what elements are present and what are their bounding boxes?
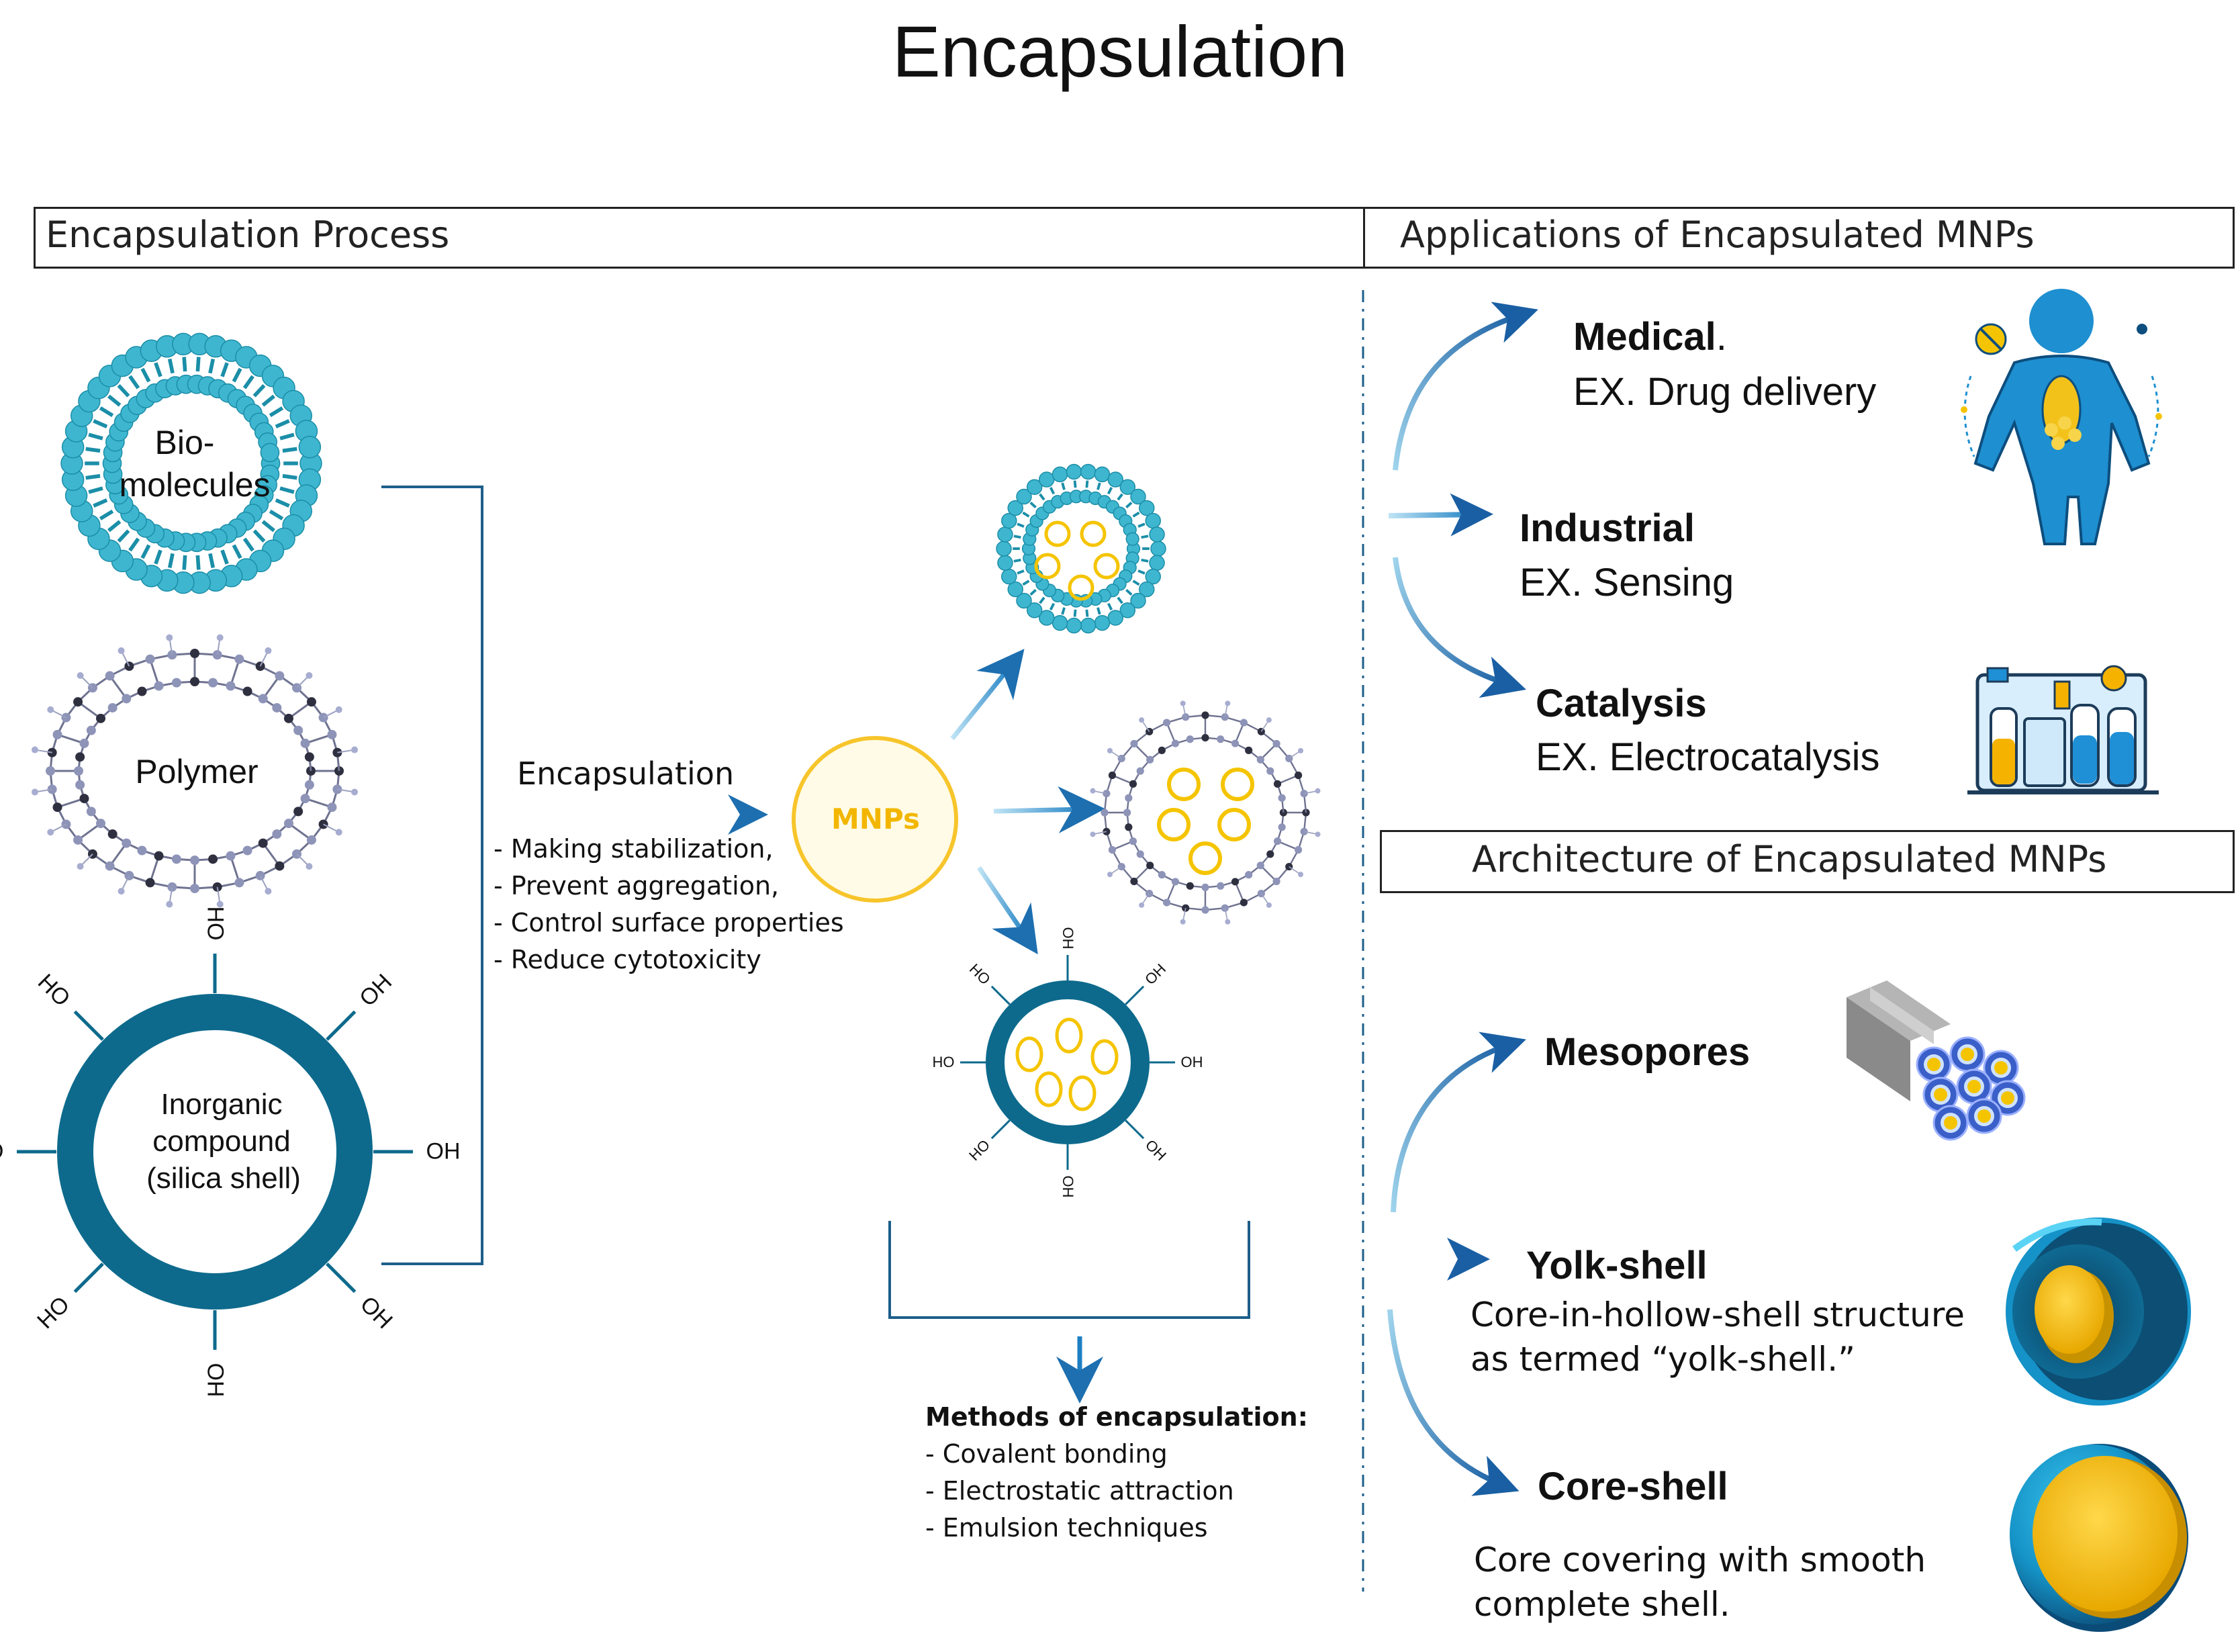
arrow-to-medical [1393, 302, 1538, 471]
method-item: - Covalent bonding [925, 1439, 1168, 1469]
core-shell-description-line2: complete shell. [1474, 1585, 1730, 1624]
encapsulated-liposome [996, 463, 1166, 634]
arrow-to-industrial [1388, 493, 1493, 537]
core-shell-title: Core-shell [1538, 1465, 1728, 1508]
product-arrow-liposome [950, 649, 1025, 741]
methods-bracket [888, 1221, 1250, 1319]
encapsulated-silica [960, 955, 1175, 1170]
yolk-shell-description-line2: as termed “yolk-shell.” [1471, 1340, 1855, 1379]
applications-header: Applications of Encapsulated MNPs [1400, 214, 2035, 256]
yolk-shell-icon [2006, 1218, 2191, 1406]
human-body-icon [1961, 289, 2162, 545]
methods-title: Methods of encapsulation: [925, 1402, 1308, 1432]
industrial-example: EX. Sensing [1520, 561, 1734, 604]
materials-bracket [381, 486, 483, 1265]
lab-apparatus-icon [1967, 665, 2159, 794]
yolk-shell-title: Yolk-shell [1526, 1244, 1708, 1287]
hydroxyl-label: OH [1180, 1054, 1203, 1070]
architecture-header-box [1380, 830, 2235, 893]
hydroxyl-label: HO [932, 1054, 955, 1070]
hydroxyl-label: OH [1060, 1175, 1076, 1198]
purpose-item: - Control surface properties [494, 908, 844, 937]
purpose-item: - Prevent aggregation, [494, 871, 780, 901]
polymer-ring [31, 634, 359, 908]
yolk-shell-description-line1: Core-in-hollow-shell structure [1471, 1295, 1965, 1334]
encapsulated-polymer [1090, 700, 1321, 925]
medical-example: EX. Drug delivery [1573, 370, 1877, 414]
inorganic-label-line3: (silica shell) [146, 1162, 301, 1195]
page-title: Encapsulation [892, 11, 1348, 92]
purpose-item: - Reduce cytotoxicity [494, 945, 761, 974]
biomolecule-liposome [60, 332, 322, 594]
polymer-label: Polymer [135, 753, 259, 790]
product-arrow-polymer [993, 786, 1105, 833]
hydroxyl-label: OH [1060, 927, 1076, 950]
medical-title-suffix: . [1716, 315, 1727, 359]
catalysis-example: EX. Electrocatalysis [1536, 735, 1880, 779]
arrow-to-catalysis [1393, 557, 1526, 698]
silica-shell [17, 954, 413, 1350]
core-shell-description-line1: Core covering with smooth [1474, 1541, 1926, 1579]
method-item: - Electrostatic attraction [925, 1476, 1234, 1506]
product-arrow-silica [977, 866, 1038, 955]
industrial-title: Industrial [1520, 506, 1695, 550]
medical-title-text: Medical [1573, 315, 1716, 359]
catalysis-title: Catalysis [1536, 682, 1707, 725]
method-item: - Emulsion techniques [925, 1513, 1208, 1543]
process-header: Encapsulation Process [46, 214, 450, 256]
hydroxyl-label: OH [202, 1363, 228, 1397]
hydroxyl-label: HO [0, 1139, 4, 1165]
hydroxyl-label: OH [426, 1138, 461, 1164]
inorganic-label-line2: compound [152, 1125, 291, 1158]
bio-label-line2: molecules [119, 466, 271, 504]
mnps-core [792, 736, 958, 903]
process-header-box [34, 207, 1367, 269]
medical-title: Medical. [1573, 314, 1727, 359]
core-shell-icon [2010, 1444, 2188, 1632]
purpose-item: - Making stabilization, [494, 834, 774, 864]
applications-header-box [1363, 207, 2235, 269]
arrow-to-mesopores [1391, 1031, 1526, 1213]
mnps-label: MNPs [831, 802, 920, 835]
bio-label-line1: Bio- [154, 424, 215, 461]
mesopore-rods-icon [1847, 980, 2026, 1141]
hydroxyl-label: HO [202, 906, 228, 941]
architecture-header: Architecture of Encapsulated MNPs [1472, 838, 2107, 880]
arrow-to-core-shell [1387, 1309, 1520, 1496]
encapsulation-arrow-label: Encapsulation [517, 755, 735, 792]
mesopores-title: Mesopores [1544, 1030, 1751, 1074]
inorganic-label-line1: Inorganic [160, 1088, 283, 1121]
